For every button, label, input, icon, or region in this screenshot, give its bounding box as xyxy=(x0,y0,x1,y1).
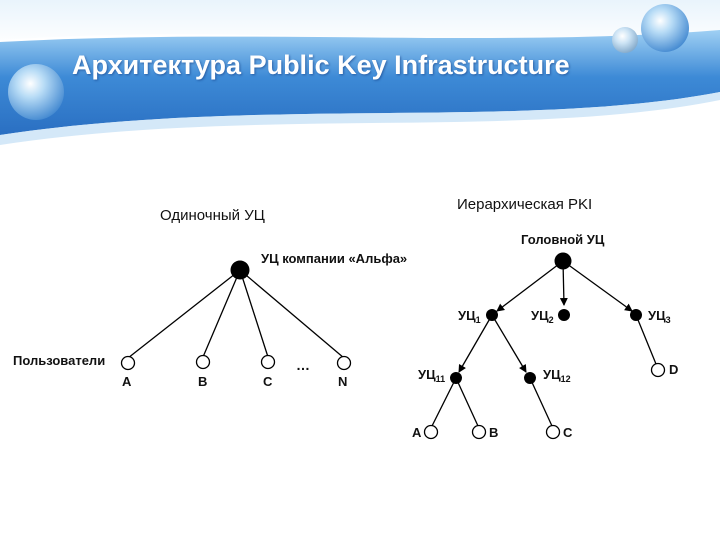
ellipsis: … xyxy=(296,357,310,373)
edge-ca1-ca12 xyxy=(491,314,527,373)
decor-orb-top-right xyxy=(641,4,689,52)
ca3-label: УЦ3 xyxy=(648,308,671,325)
hier-leaf-b-node xyxy=(471,424,487,440)
ca12-node xyxy=(524,372,536,384)
edge-single-root-n xyxy=(239,269,345,359)
ca12-label: УЦ12 xyxy=(543,367,571,384)
hier-leaf-a-node xyxy=(423,424,439,440)
hier-root-node xyxy=(554,252,572,270)
single-leaf-b-node xyxy=(195,354,211,370)
decor-orb-left xyxy=(8,64,64,120)
edge-single-root-c xyxy=(239,269,269,358)
hier-leaf-d-node xyxy=(650,362,666,378)
edge-single-root-b xyxy=(202,269,241,358)
single-leaf-a-label: A xyxy=(122,374,132,389)
hierarchical-pki-tree: Головной УЦ УЦ1 УЦ2 УЦ3 УЦ11 УЦ12 A B C … xyxy=(412,232,678,440)
edge-ca12-c xyxy=(529,377,553,427)
edge-root-ca3 xyxy=(562,260,633,312)
single-ca-tree: УЦ компании «Альфа» Пользователи A B C N… xyxy=(13,251,407,389)
single-leaf-n-node xyxy=(336,355,352,371)
caption-single-ca: Одиночный УЦ xyxy=(160,207,265,224)
hier-leaf-c-label: C xyxy=(563,425,573,440)
hier-root-label: Головной УЦ xyxy=(521,232,605,247)
hier-leaf-a-label: A xyxy=(412,425,422,440)
single-leaf-b-label: B xyxy=(198,374,207,389)
ca2-node xyxy=(558,309,570,321)
ca1-label: УЦ1 xyxy=(458,308,481,325)
header-banner xyxy=(0,0,720,150)
ca11-label: УЦ11 xyxy=(418,367,445,384)
single-leaf-a-node xyxy=(120,355,136,371)
ca1-node xyxy=(486,309,498,321)
edge-ca11-b xyxy=(455,377,479,427)
single-root-label: УЦ компании «Альфа» xyxy=(261,251,407,266)
slide-title: Архитектура Public Key Infrastructure xyxy=(72,50,570,80)
hier-leaf-b-label: B xyxy=(489,425,498,440)
edge-single-root-a xyxy=(127,269,241,359)
edge-ca11-a xyxy=(431,377,457,427)
caption-hierarchical-pki: Иерархическая PKI xyxy=(457,196,593,213)
decor-orb-small xyxy=(612,27,638,53)
single-leaf-n-label: N xyxy=(338,374,347,389)
ca11-node xyxy=(450,372,462,384)
hier-leaf-d-label: D xyxy=(669,362,678,377)
edge-ca1-ca11 xyxy=(458,314,493,373)
edge-root-ca1 xyxy=(496,260,564,312)
ca3-node xyxy=(630,309,642,321)
ca2-label: УЦ2 xyxy=(531,308,554,325)
single-root-node xyxy=(230,260,250,280)
single-leaf-c-label: C xyxy=(263,374,273,389)
single-leaf-c-node xyxy=(260,354,276,370)
edge-ca3-d xyxy=(635,314,657,365)
hier-leaf-c-node xyxy=(545,424,561,440)
users-label: Пользователи xyxy=(13,353,105,368)
